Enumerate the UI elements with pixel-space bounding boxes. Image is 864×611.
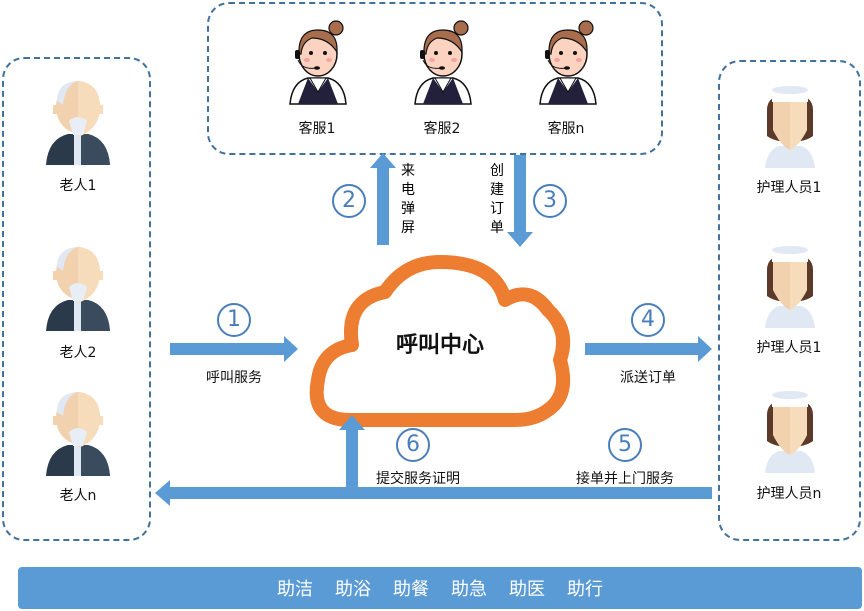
nurses-group <box>718 60 861 541</box>
step-number: 3 <box>533 184 567 218</box>
step-label: 来电弹屏 <box>401 163 415 236</box>
arrow-proof <box>339 415 365 493</box>
step-number: 2 <box>332 184 366 218</box>
service-item: 助浴 <box>335 579 371 600</box>
step-label: 提交服务证明 <box>376 471 460 487</box>
elder-label: 老人1 <box>59 178 97 194</box>
step-number: 4 <box>631 303 665 337</box>
nurse-label: 护理人员1 <box>756 340 822 356</box>
arrow-call <box>170 336 298 362</box>
agent-label: 客服n <box>547 121 585 137</box>
service-item: 助餐 <box>393 579 429 600</box>
nurse-label: 护理人员1 <box>756 180 822 196</box>
call-center-title: 呼叫中心 <box>395 333 485 358</box>
service-item: 助洁 <box>277 579 313 600</box>
agent-label: 客服2 <box>423 121 461 137</box>
service-item: 助医 <box>509 579 545 600</box>
arrow-popup <box>370 153 396 245</box>
step-label: 接单并上门服务 <box>576 471 674 487</box>
elder-label: 老人n <box>59 488 97 504</box>
service-item: 助急 <box>451 579 487 600</box>
agent-label: 客服1 <box>298 121 336 137</box>
arrow-create-order <box>507 155 533 247</box>
step-label: 呼叫服务 <box>206 370 262 386</box>
elder-label: 老人2 <box>59 345 97 361</box>
services-bar: 助洁 助浴 助餐 助急 助医 助行 <box>18 567 862 609</box>
step-number: 6 <box>396 428 430 462</box>
arrow-return <box>155 480 712 506</box>
service-item: 助行 <box>567 579 603 600</box>
step-number: 5 <box>608 428 642 462</box>
arrow-dispatch <box>585 336 712 362</box>
step-label: 创建订单 <box>490 163 504 236</box>
step-number: 1 <box>217 303 251 337</box>
cloud-shape <box>309 255 570 427</box>
step-label: 派送订单 <box>620 370 676 386</box>
elders-group <box>2 57 151 541</box>
agents-group <box>207 2 663 155</box>
nurse-label: 护理人员n <box>756 486 822 502</box>
